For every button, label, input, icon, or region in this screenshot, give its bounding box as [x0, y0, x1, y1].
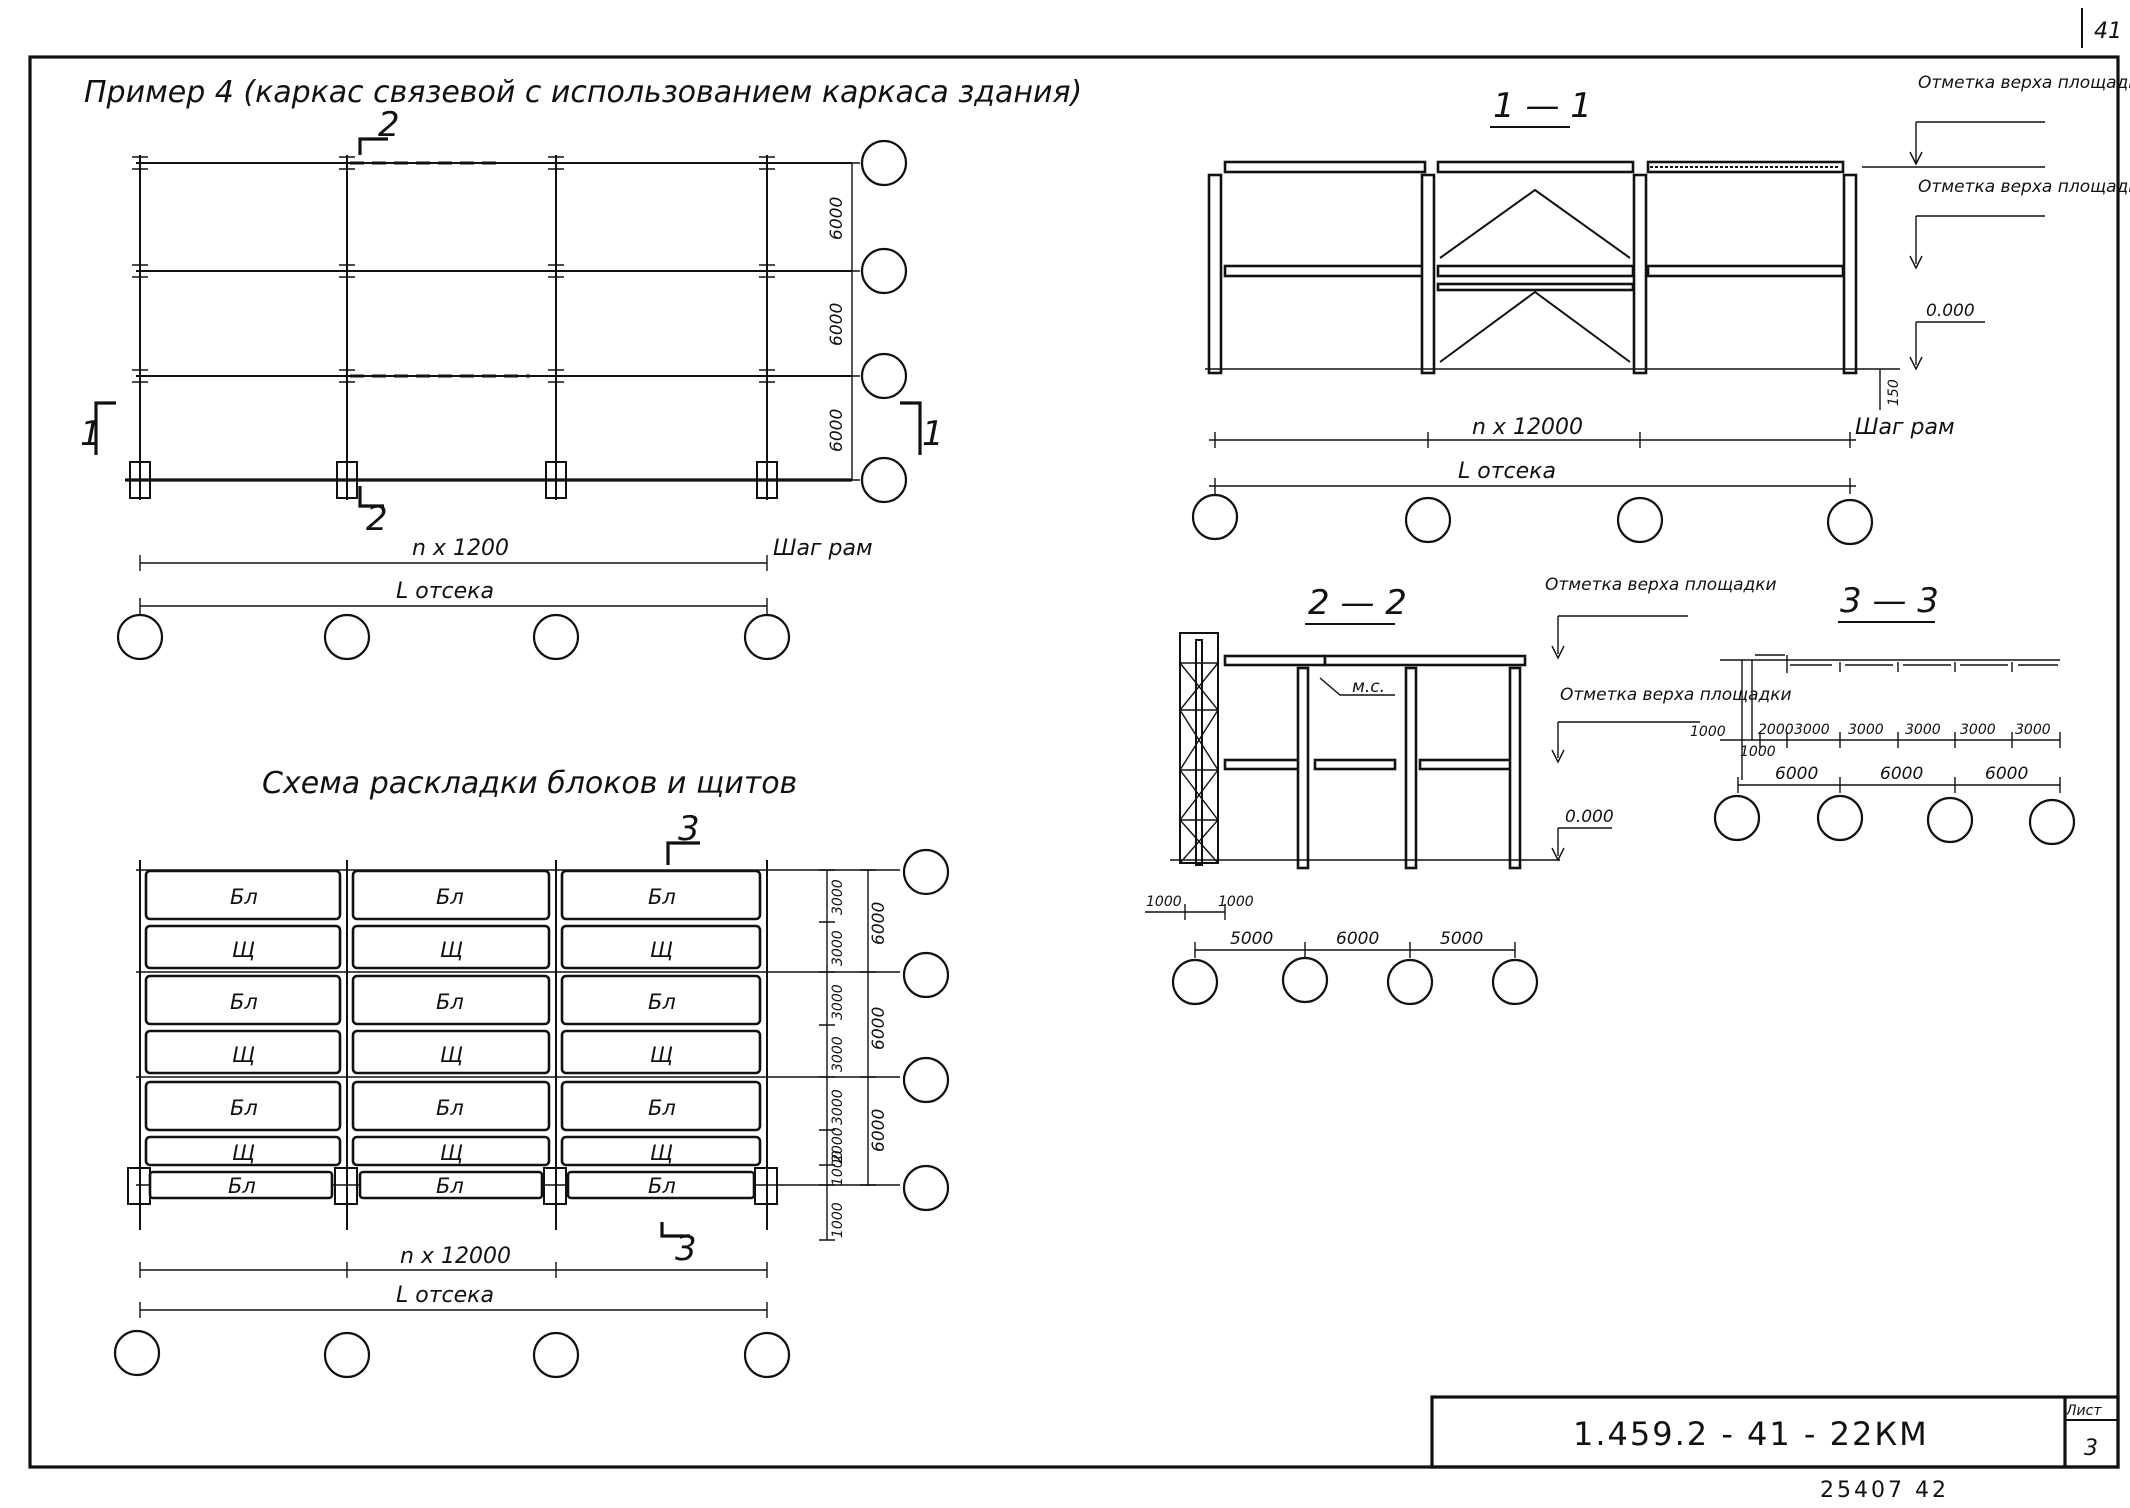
s11-level-top-2: Отметка верха площадки	[1918, 177, 2130, 197]
section-1-1-title: 1 — 1	[1493, 86, 1592, 126]
layout-dim-outer-3: 6000	[869, 1109, 889, 1152]
s33-dim-top-1: 2000	[1758, 722, 1794, 738]
block-r0-c0: Бл	[230, 885, 258, 909]
shield-r3-c0: Щ	[232, 1043, 255, 1067]
drawing-code: 1.459.2 - 41 - 22КМ	[1573, 1415, 1929, 1453]
layout-dim-outer-1: 6000	[869, 902, 889, 945]
shield-r5-c0: Щ	[232, 1141, 255, 1165]
s33-dim-top-6: 3000	[2015, 722, 2051, 738]
block-r0-c2: Бл	[648, 885, 676, 909]
main-title: Пример 4 (каркас связевой с использовани…	[84, 75, 1082, 110]
plan-dim-v-2: 6000	[827, 303, 847, 346]
s33-dim-top-2: 3000	[1794, 722, 1830, 738]
block-r4-c2: Бл	[648, 1096, 676, 1120]
section-1-1: 1 — 1 Отметка верха площадки Отметка вер…	[1191, 73, 2130, 546]
layout-section-mark-3-top: 3	[678, 809, 700, 849]
s33-dim-bottom-2: 6000	[1880, 764, 1923, 784]
s33-dim-small: 1000	[1740, 744, 1776, 760]
layout-dim-inner-1: 3000	[830, 879, 846, 915]
section-3-3-title: 3 — 3	[1840, 581, 1939, 621]
layout-blocks: Бл Бл Бл Щ Щ Щ Бл Бл Бл Щ Щ Щ	[144, 869, 762, 1200]
page-number: 41	[2094, 19, 2122, 44]
s22-level-top-1: Отметка верха площадки	[1545, 575, 1777, 595]
layout-dim-inner-3: 3000	[830, 984, 846, 1020]
shield-r1-c0: Щ	[232, 938, 255, 962]
s22-note-ms: м.с.	[1352, 677, 1385, 697]
plan-dim-v-3: 6000	[827, 409, 847, 452]
section-3-3: 3 — 3 1000 1000 2000 3000 3000 3000 3000…	[1690, 581, 2076, 846]
plan-view: 2 2 1 1 6000 6000 6000 n x 1200 Шаг рам …	[80, 105, 944, 661]
plan-dim-v-1: 6000	[827, 197, 847, 240]
plan-dim-span: n x 1200	[412, 536, 509, 561]
layout-dim-span: n x 12000	[400, 1244, 511, 1269]
archive-number: 25407 42	[1820, 1478, 1949, 1503]
title-block: 1.459.2 - 41 - 22КМ Лист 3	[1430, 1395, 2120, 1469]
shield-r5-c1: Щ	[440, 1141, 463, 1165]
section-2-2-title: 2 — 2	[1308, 583, 1407, 623]
s22-dim-bottom-2: 6000	[1336, 929, 1379, 949]
plan-dim-length: L отсека	[396, 579, 494, 604]
layout-dim-inner-2: 3000	[830, 930, 846, 966]
plan-section-mark-1-left: 1	[80, 414, 102, 454]
layout-dim-outer-2: 6000	[869, 1007, 889, 1050]
s33-dim-left: 1000	[1690, 724, 1726, 740]
s11-dim-length: L отсека	[1458, 459, 1556, 484]
shield-r5-c2: Щ	[650, 1141, 673, 1165]
s33-dim-bottom-3: 6000	[1985, 764, 2028, 784]
block-r6-c2: Бл	[648, 1174, 676, 1198]
layout-dim-length: L отсека	[396, 1283, 494, 1308]
s22-level-zero: 0.000	[1565, 807, 1614, 827]
layout-dim-inner-5: 3000	[830, 1089, 846, 1125]
plan-section-mark-2-top: 2	[378, 105, 400, 145]
plan-section-mark-2-bottom: 2	[366, 499, 388, 539]
block-r0-c1: Бл	[436, 885, 464, 909]
s22-dim-small-2: 1000	[1218, 894, 1254, 910]
shield-r1-c1: Щ	[440, 938, 463, 962]
s11-level-top-1: Отметка верха площадки	[1918, 73, 2130, 93]
s33-dim-top-3: 3000	[1848, 722, 1884, 738]
layout-dim-inner-4: 3000	[830, 1036, 846, 1072]
block-r6-c1: Бл	[436, 1174, 464, 1198]
shield-r1-c2: Щ	[650, 938, 673, 962]
block-r2-c1: Бл	[436, 990, 464, 1014]
s33-dim-bottom-1: 6000	[1775, 764, 1818, 784]
layout-dim-below: 1000	[830, 1202, 846, 1238]
shield-r3-c2: Щ	[650, 1043, 673, 1067]
layout-section-mark-3-bottom: 3	[675, 1229, 697, 1269]
block-r6-c0: Бл	[228, 1174, 256, 1198]
plan-section-mark-1-right: 1	[922, 414, 944, 454]
s33-dim-top-4: 3000	[1905, 722, 1941, 738]
block-r4-c0: Бл	[230, 1096, 258, 1120]
s22-level-top-2: Отметка верха площадки	[1560, 685, 1792, 705]
block-r2-c0: Бл	[230, 990, 258, 1014]
shield-r3-c1: Щ	[440, 1043, 463, 1067]
layout-title: Схема раскладки блоков и щитов	[262, 766, 797, 801]
s22-dim-bottom-3: 5000	[1440, 929, 1483, 949]
sheet-frame	[28, 55, 2120, 1469]
sheet-number: 3	[2084, 1436, 2098, 1461]
s11-level-zero: 0.000	[1926, 301, 1975, 321]
s33-dim-top-5: 3000	[1960, 722, 1996, 738]
s11-dim-span: n x 12000	[1472, 415, 1583, 440]
plan-dim-step: Шаг рам	[773, 536, 873, 561]
s11-dim-step: Шаг рам	[1855, 415, 1955, 440]
block-r4-c1: Бл	[436, 1096, 464, 1120]
layout-dim-inner-6: 2000	[830, 1127, 846, 1163]
sheet-label: Лист	[2065, 1403, 2102, 1419]
section-2-2: 2 — 2 м.с. Отметка верха площадки Отметк…	[1145, 575, 1792, 1006]
s22-dim-small-1: 1000	[1146, 894, 1182, 910]
s11-dim-base: 150	[1886, 379, 1902, 406]
block-r2-c2: Бл	[648, 990, 676, 1014]
layout-scheme: Схема раскладки блоков и щитов 3 3 Бл Бл…	[113, 766, 950, 1379]
layout-dim-inner-7: 1000	[830, 1150, 846, 1186]
s22-dim-bottom-1: 5000	[1230, 929, 1273, 949]
